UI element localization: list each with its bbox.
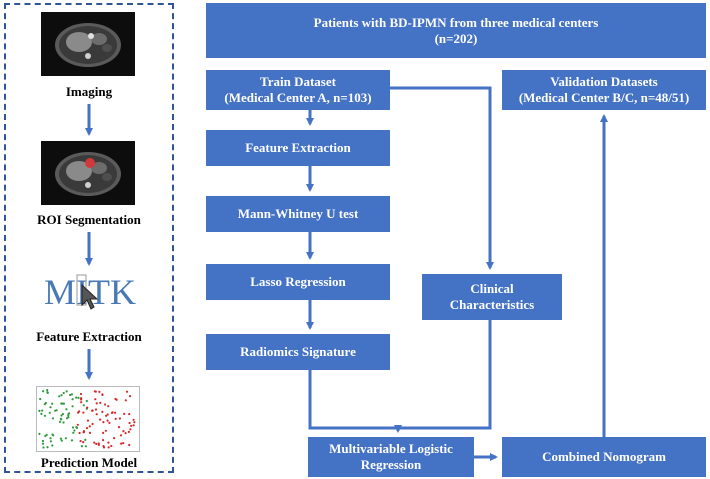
feature-extraction-box: Feature Extraction <box>206 130 390 166</box>
mann-whitney-label: Mann-Whitney U test <box>237 206 359 221</box>
logistic-line2: Regression <box>360 457 422 472</box>
patients-title: Patients with BD-IPMN from three medical… <box>313 14 599 30</box>
arrow-clinical-logistic <box>398 320 492 430</box>
lasso-regression-box: Lasso Regression <box>206 264 390 300</box>
mri-roi-scan-icon <box>41 141 135 205</box>
clinical-characteristics-box: Clinical Characteristics <box>422 274 562 320</box>
workflow-panel <box>4 3 174 473</box>
step-feature-label: Feature Extraction <box>36 329 142 344</box>
logistic-regression-box: Multivariable Logistic Regression <box>308 437 474 477</box>
mann-whitney-box: Mann-Whitney U test <box>206 196 390 232</box>
arrow-radiomics-logistic <box>308 370 402 433</box>
mitk-logo-icon: MITK <box>30 265 150 315</box>
cursor-icon <box>81 283 99 310</box>
nomogram-label: Combined Nomogram <box>542 449 666 464</box>
mri-scan-icon <box>41 12 135 76</box>
train-detail: (Medical Center A, n=103) <box>224 90 372 105</box>
step-prediction-label: Prediction Model <box>40 455 138 470</box>
patients-box: Patients with BD-IPMN from three medical… <box>206 3 706 58</box>
validation-title: Validation Datasets <box>550 74 658 89</box>
lasso-label: Lasso Regression <box>250 274 346 289</box>
validation-detail: (Medical Center B/C, n=48/51) <box>518 90 690 105</box>
step-roi-label: ROI Segmentation <box>37 212 141 227</box>
patients-count: (n=202) <box>434 30 478 46</box>
feature-extraction-label: Feature Extraction <box>245 140 351 155</box>
radiomics-signature-box: Radiomics Signature <box>206 334 390 370</box>
clinical-line2: Characteristics <box>449 297 535 312</box>
train-dataset-box: Train Dataset (Medical Center A, n=103) <box>206 70 390 110</box>
radiomics-label: Radiomics Signature <box>240 344 356 359</box>
combined-nomogram-box: Combined Nomogram <box>502 437 706 477</box>
step-imaging-label: Imaging <box>65 84 113 99</box>
scatter-plot-icon <box>36 386 140 452</box>
logistic-line1: Multivariable Logistic <box>329 441 453 456</box>
train-title: Train Dataset <box>260 74 336 89</box>
validation-datasets-box: Validation Datasets (Medical Center B/C,… <box>502 70 706 110</box>
clinical-line1: Clinical <box>470 281 514 296</box>
arrow-train-clinical <box>390 86 494 270</box>
